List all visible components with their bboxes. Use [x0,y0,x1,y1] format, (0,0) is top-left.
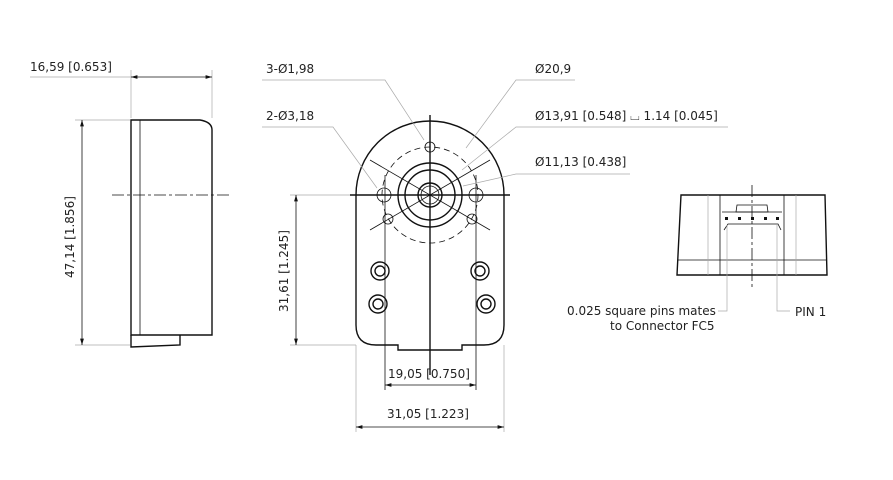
center-height-label: 31,61 [1.245] [277,230,291,312]
large-holes-label: 2-Ø3,18 [266,109,314,123]
body-width-label: 31,05 [1.223] [387,407,469,421]
small-holes-label: 3-Ø1,98 [266,62,314,76]
bore-label: Ø11,13 [0.438] [535,155,626,169]
pin1-label: PIN 1 [795,305,826,319]
front-view: 19,05 [0.750] 31,05 [1.223] 31,61 [1.245… [262,62,728,432]
pins-note-line1: 0.025 square pins mates [567,304,716,318]
pin-spacing-label: 19,05 [0.750] [388,367,470,381]
side-height-label: 47,14 [1.856] [63,196,77,278]
side-view: 16,59 [0.653] 47,14 [1.856] [30,60,232,348]
side-width-label: 16,59 [0.653] [30,60,112,74]
counterbore-label: Ø13,91 [0.548] ⌴ 1.14 [0.045] [535,109,718,123]
connector-view: 0.025 square pins mates to Connector FC5… [567,185,828,333]
bolt-circle-label: Ø20,9 [535,62,571,76]
pins-note-line2: to Connector FC5 [610,319,714,333]
